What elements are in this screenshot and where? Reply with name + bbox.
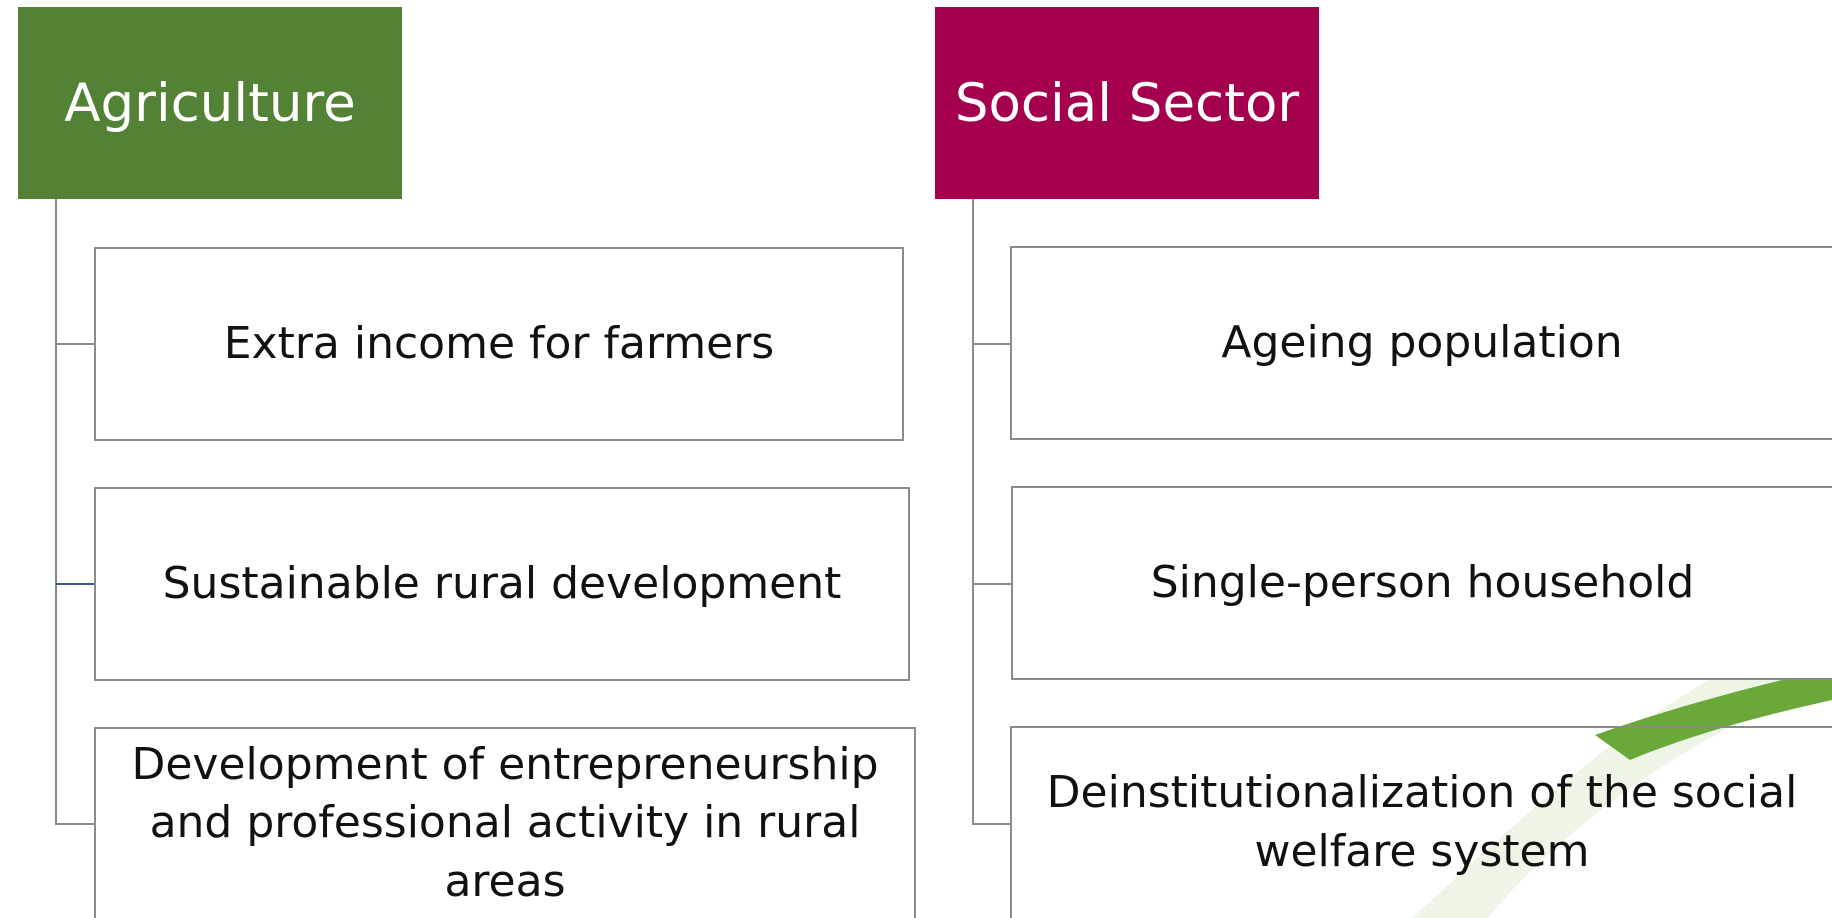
agriculture-item-1: Extra income for farmers bbox=[94, 247, 904, 441]
agriculture-item-2: Sustainable rural development bbox=[94, 487, 910, 681]
social-sector-item-2: Single-person household bbox=[1011, 486, 1832, 680]
social-sector-item-3: Deinstitutionalization of the social wel… bbox=[1010, 726, 1832, 918]
social-sector-item-1: Ageing population bbox=[1010, 246, 1832, 440]
agriculture-item-3: Development of entrepreneurship and prof… bbox=[94, 727, 916, 918]
decorative-swoosh-green bbox=[1595, 668, 1832, 760]
social-sector-header: Social Sector bbox=[935, 7, 1319, 199]
agriculture-header: Agriculture bbox=[18, 7, 402, 199]
